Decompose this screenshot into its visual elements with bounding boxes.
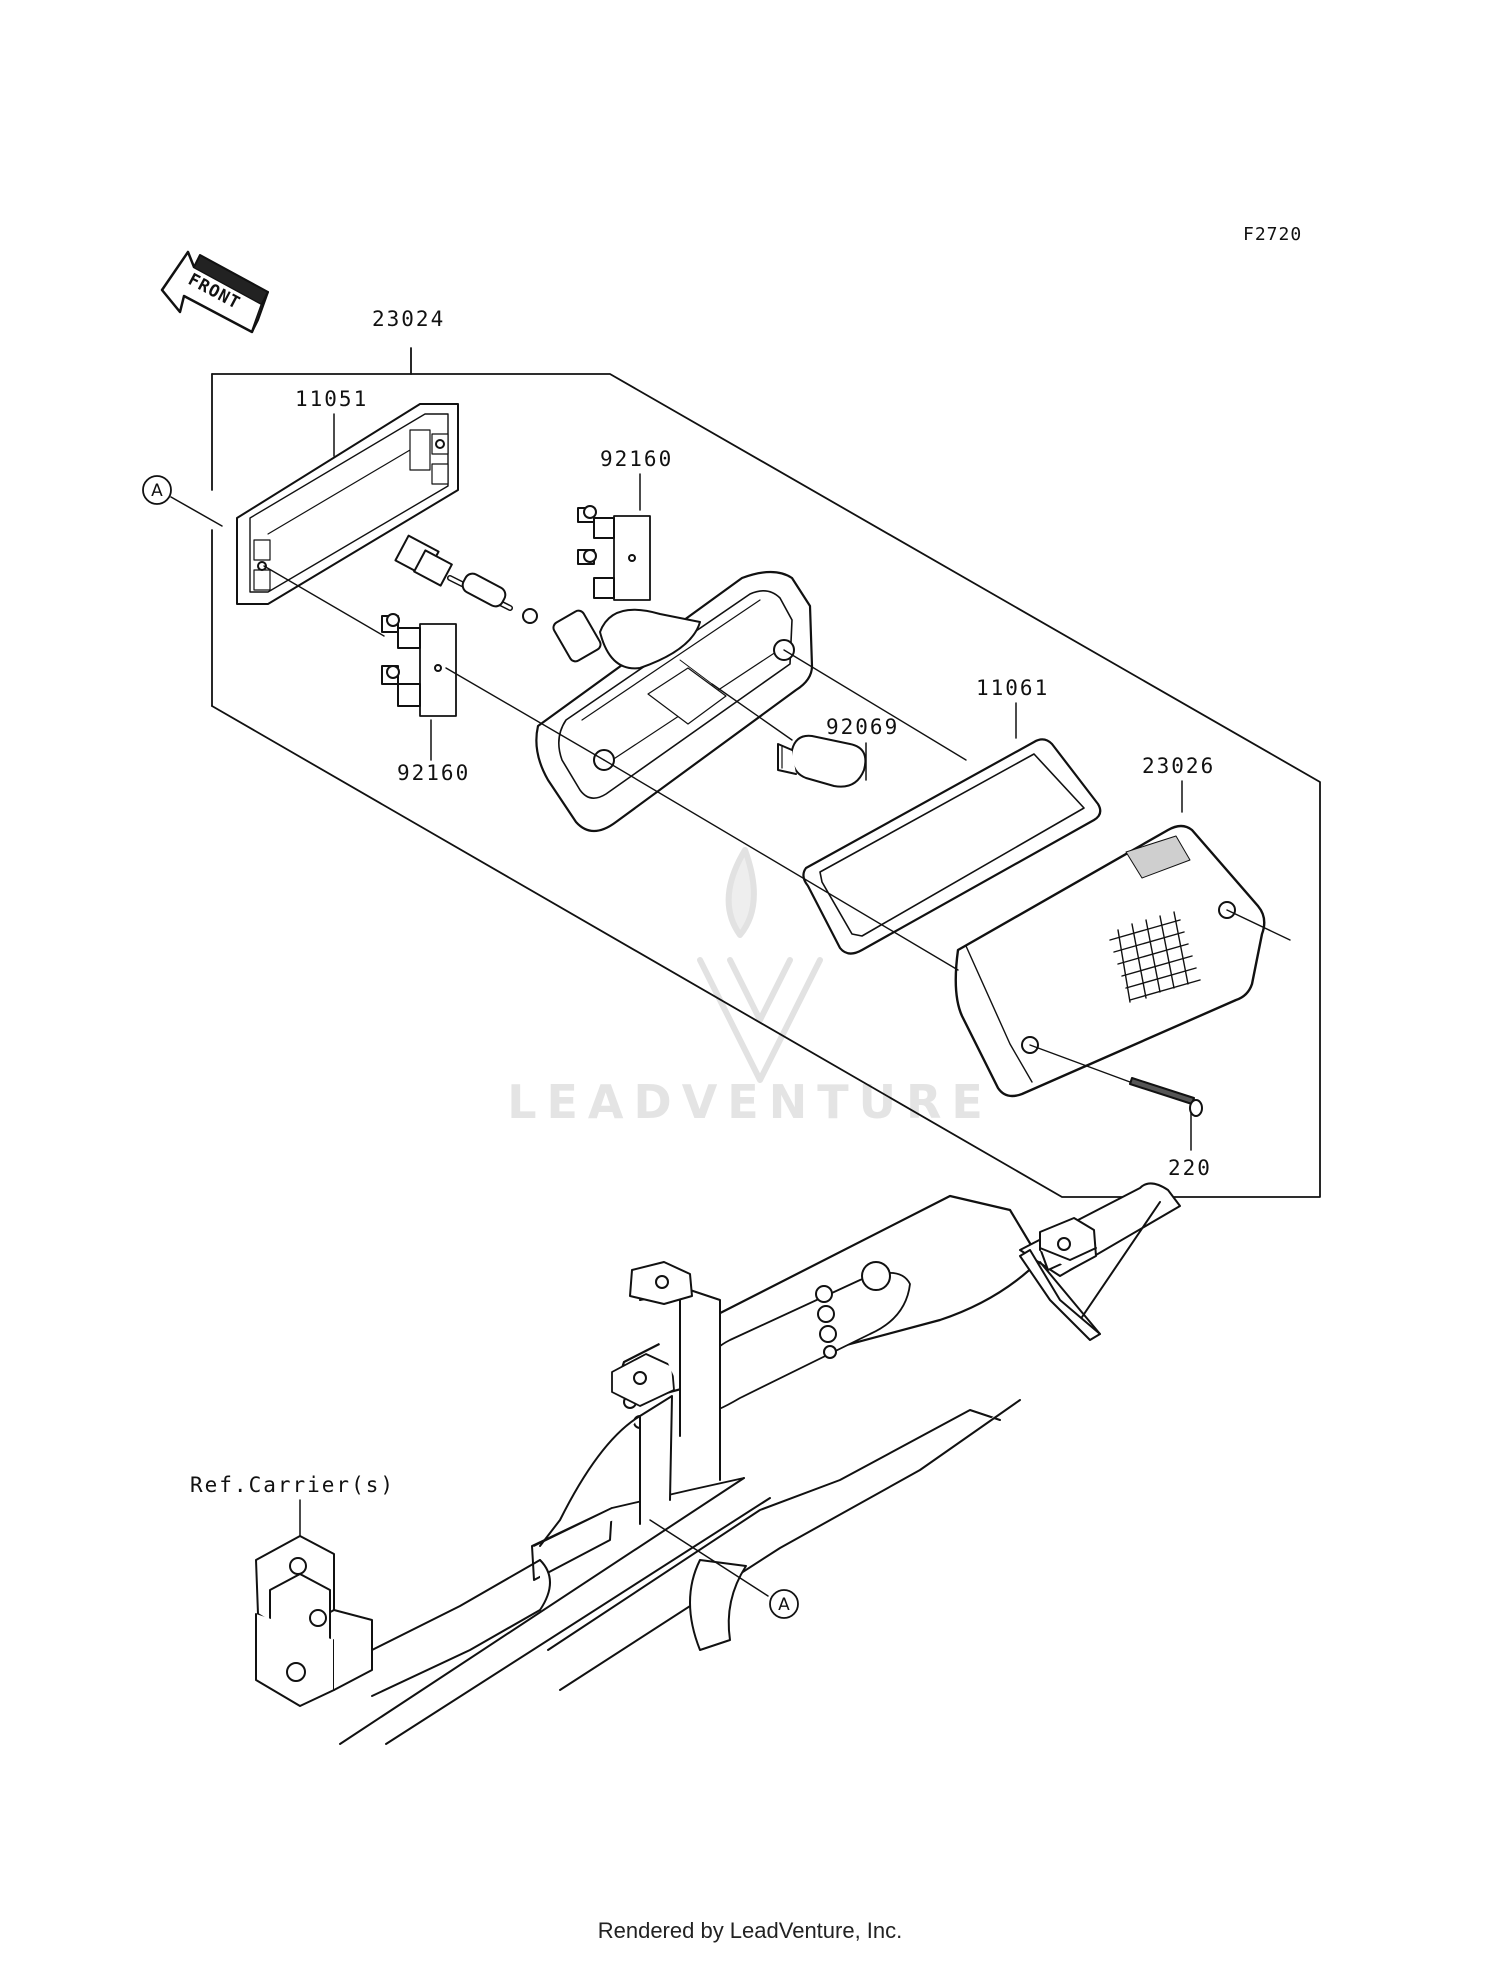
front-arrow-icon (160, 250, 269, 334)
ref-a-bottom-text: A (778, 1595, 790, 1615)
bracket-11051 (236, 403, 459, 605)
label-220: 220 (1168, 1156, 1212, 1180)
assembly-frame (211, 373, 1321, 1198)
watermark-text: LEADVENTURE (507, 1075, 993, 1129)
ref-a-top-icon (142, 475, 223, 527)
alignment-lines (263, 565, 1291, 1083)
label-92069: 92069 (826, 715, 899, 739)
ref-a-bottom-icon (649, 1519, 799, 1619)
label-92160-upper: 92160 (600, 447, 673, 471)
bulb-92069 (777, 734, 867, 788)
label-23026: 23026 (1142, 754, 1215, 778)
ref-a-top-text: A (151, 481, 163, 501)
socket-92160-lower (381, 613, 457, 717)
watermark-logo (697, 847, 823, 1083)
label-ref-carrier: Ref.Carrier(s) (190, 1473, 395, 1497)
screw-220 (1129, 1077, 1203, 1117)
label-92160-lower: 92160 (397, 761, 470, 785)
footer-credit: Rendered by LeadVenture, Inc. (597, 1918, 903, 1943)
carrier-frame (255, 1182, 1181, 1745)
wire-connector (394, 534, 538, 624)
taillight-housing (535, 570, 814, 833)
figure-code: F2720 (1243, 224, 1302, 245)
label-11061: 11061 (976, 676, 1049, 700)
label-11051: 11051 (295, 387, 368, 411)
lens-23026 (954, 824, 1266, 1098)
label-23024: 23024 (372, 307, 445, 331)
gasket-11061 (802, 738, 1102, 955)
socket-92160-upper (577, 505, 651, 601)
